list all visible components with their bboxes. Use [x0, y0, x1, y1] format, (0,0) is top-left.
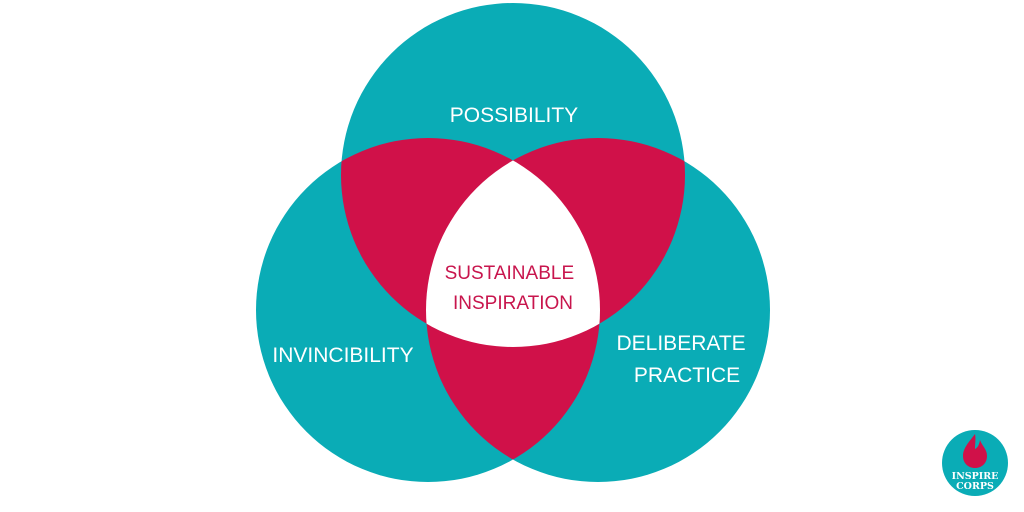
label-deliberate-practice: DELIBERATE PRACTICE: [617, 332, 752, 387]
flame-icon: [963, 434, 987, 468]
label-sustainable-inspiration: SUSTAINABLE INSPIRATION: [445, 263, 580, 314]
label-invincibility: INVINCIBILITY: [272, 344, 413, 367]
label-possibility: POSSIBILITY: [450, 104, 578, 127]
logo-text-line2: CORPS: [956, 481, 994, 492]
center-region: [426, 138, 600, 347]
logo-text-line1: INSPIRE: [952, 471, 999, 482]
inspire-corps-logo: INSPIRE CORPS: [942, 430, 1008, 496]
